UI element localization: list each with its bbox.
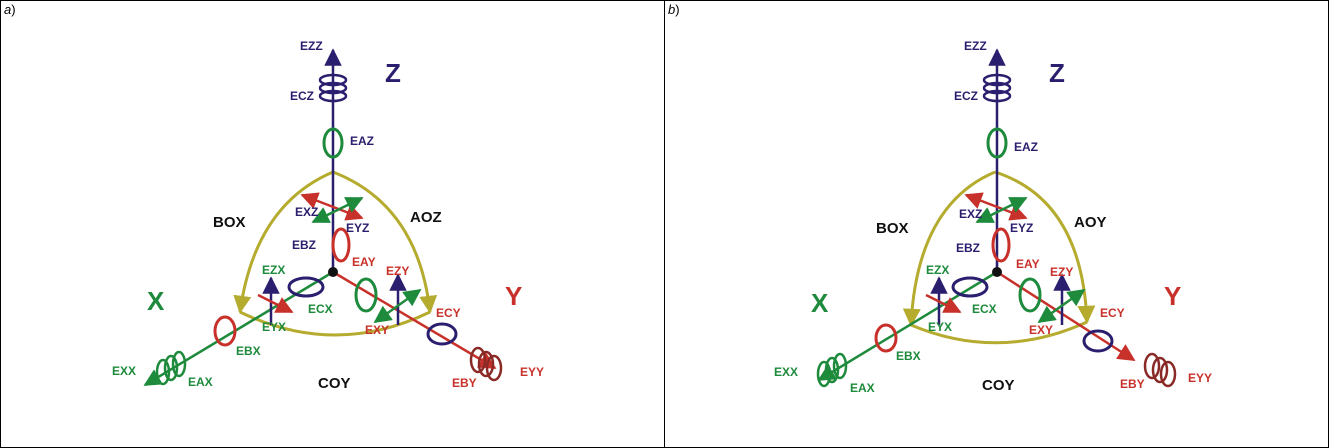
cone-label-right-b: AOY [1074, 214, 1107, 231]
eay-rotation-icon-b [1018, 277, 1042, 313]
panel-b-letter: b [668, 2, 676, 17]
axis-label-y-b: Y [1164, 281, 1181, 311]
label-exx: EXX [112, 364, 136, 378]
label-eax-b: EAX [850, 381, 875, 395]
label-eax: EAX [188, 375, 213, 389]
ebx-rotation-icon-b [874, 323, 898, 353]
exy-arrow-icon [373, 288, 422, 324]
label-ecx: ECX [308, 302, 333, 316]
label-eyz: EYZ [346, 221, 369, 235]
label-exy-b: EXY [1029, 323, 1053, 337]
cone-arc-right [332, 170, 438, 314]
label-ecy: ECY [436, 306, 461, 320]
label-eyx: EYX [262, 320, 286, 334]
label-ezx-b: EZX [926, 263, 949, 277]
label-ezz-b: EZZ [964, 39, 987, 53]
label-eyy: EYY [520, 365, 544, 379]
cone-label-bottom: COY [318, 375, 351, 392]
y-axis [332, 270, 503, 382]
ecy-rotation-icon [426, 322, 458, 346]
axis-label-z: Z [385, 58, 401, 88]
label-ebx: EBX [236, 344, 261, 358]
label-ebx-b: EBX [896, 349, 921, 363]
axis-label-x-b: X [811, 288, 829, 318]
z-axis-b [964, 48, 1028, 272]
x-axis-b [816, 270, 998, 388]
ezz-coil-icon [318, 73, 348, 87]
label-ezx: EZX [262, 263, 285, 277]
eby-coil-icon-b [1143, 352, 1161, 380]
axis-label-y: Y [505, 281, 522, 311]
label-eby-b: EBY [1120, 377, 1145, 391]
ecx-rotation-icon [287, 276, 325, 298]
origin-point-b [992, 267, 1002, 277]
eyz-arrow-icon [311, 196, 364, 224]
label-eby: EBY [452, 376, 477, 390]
label-ecz: ECZ [290, 89, 314, 103]
eby-coil-icon [469, 346, 487, 374]
ecy-rotation-icon-b [1082, 329, 1114, 353]
ebz-rotation-icon [331, 227, 351, 263]
ebz-rotation-icon-b [991, 227, 1011, 263]
label-exy: EXY [365, 323, 389, 337]
panel-b-label: b) [668, 2, 680, 17]
label-exz: EXZ [295, 205, 318, 219]
eaz-rotation-icon [322, 127, 344, 159]
exx-coil-icon-b [816, 360, 832, 388]
label-ebz: EBZ [292, 238, 316, 252]
exx-coil-icon [155, 358, 171, 386]
label-exz-b: EXZ [959, 207, 982, 221]
panel-a-letter: a [4, 2, 12, 17]
ecx-rotation-icon-b [951, 276, 989, 298]
cone-label-left: BOX [213, 214, 246, 231]
label-ecy-b: ECY [1100, 306, 1125, 320]
reference-cone-b [902, 170, 1096, 345]
panel-a-suffix: ) [11, 2, 16, 17]
panel-a-label: a) [4, 2, 16, 17]
panel-a-diagram: Z X Y BOX AOZ COY EZZ ECZ EAZ EXZ EYZ EB… [112, 39, 544, 392]
x-axis [143, 270, 334, 387]
label-eyy-b: EYY [1188, 371, 1212, 385]
panel-divider [664, 0, 665, 447]
label-ezy: EZY [386, 264, 409, 278]
cone-label-right: AOZ [410, 209, 442, 226]
eaz-rotation-icon-b [986, 127, 1008, 159]
cone-label-bottom-b: COY [982, 377, 1015, 394]
ezz-coil-icon-b [982, 73, 1012, 87]
label-exx-b: EXX [774, 365, 798, 379]
z-axis [300, 48, 364, 272]
cone-label-left-b: BOX [876, 220, 909, 237]
label-ebz-b: EBZ [956, 241, 980, 255]
eyx-arrow-icon [257, 293, 294, 314]
label-eay: EAY [352, 255, 376, 269]
axis-label-z-b: Z [1049, 58, 1065, 88]
axis-label-x: X [147, 286, 165, 316]
label-eaz-b: EAZ [1014, 140, 1038, 154]
cone-arc-left [233, 170, 334, 314]
label-ezz: EZZ [300, 39, 323, 53]
frame-left [0, 0, 1, 447]
panel-b-suffix: ) [675, 2, 680, 17]
label-eyz-b: EYZ [1010, 221, 1033, 235]
label-ecz-b: ECZ [954, 89, 978, 103]
label-eyx-b: EYX [928, 320, 952, 334]
ebx-rotation-icon [213, 315, 237, 347]
y-axis-b [996, 270, 1177, 388]
origin-point [328, 267, 338, 277]
label-eay-b: EAY [1016, 257, 1040, 271]
label-ezy-b: EZY [1050, 265, 1073, 279]
label-eaz: EAZ [350, 134, 374, 148]
panel-b-diagram: Z X Y BOX AOY COY EZZ ECZ EAZ EXZ EYZ EB… [774, 39, 1212, 395]
label-ecx-b: ECX [972, 302, 997, 316]
